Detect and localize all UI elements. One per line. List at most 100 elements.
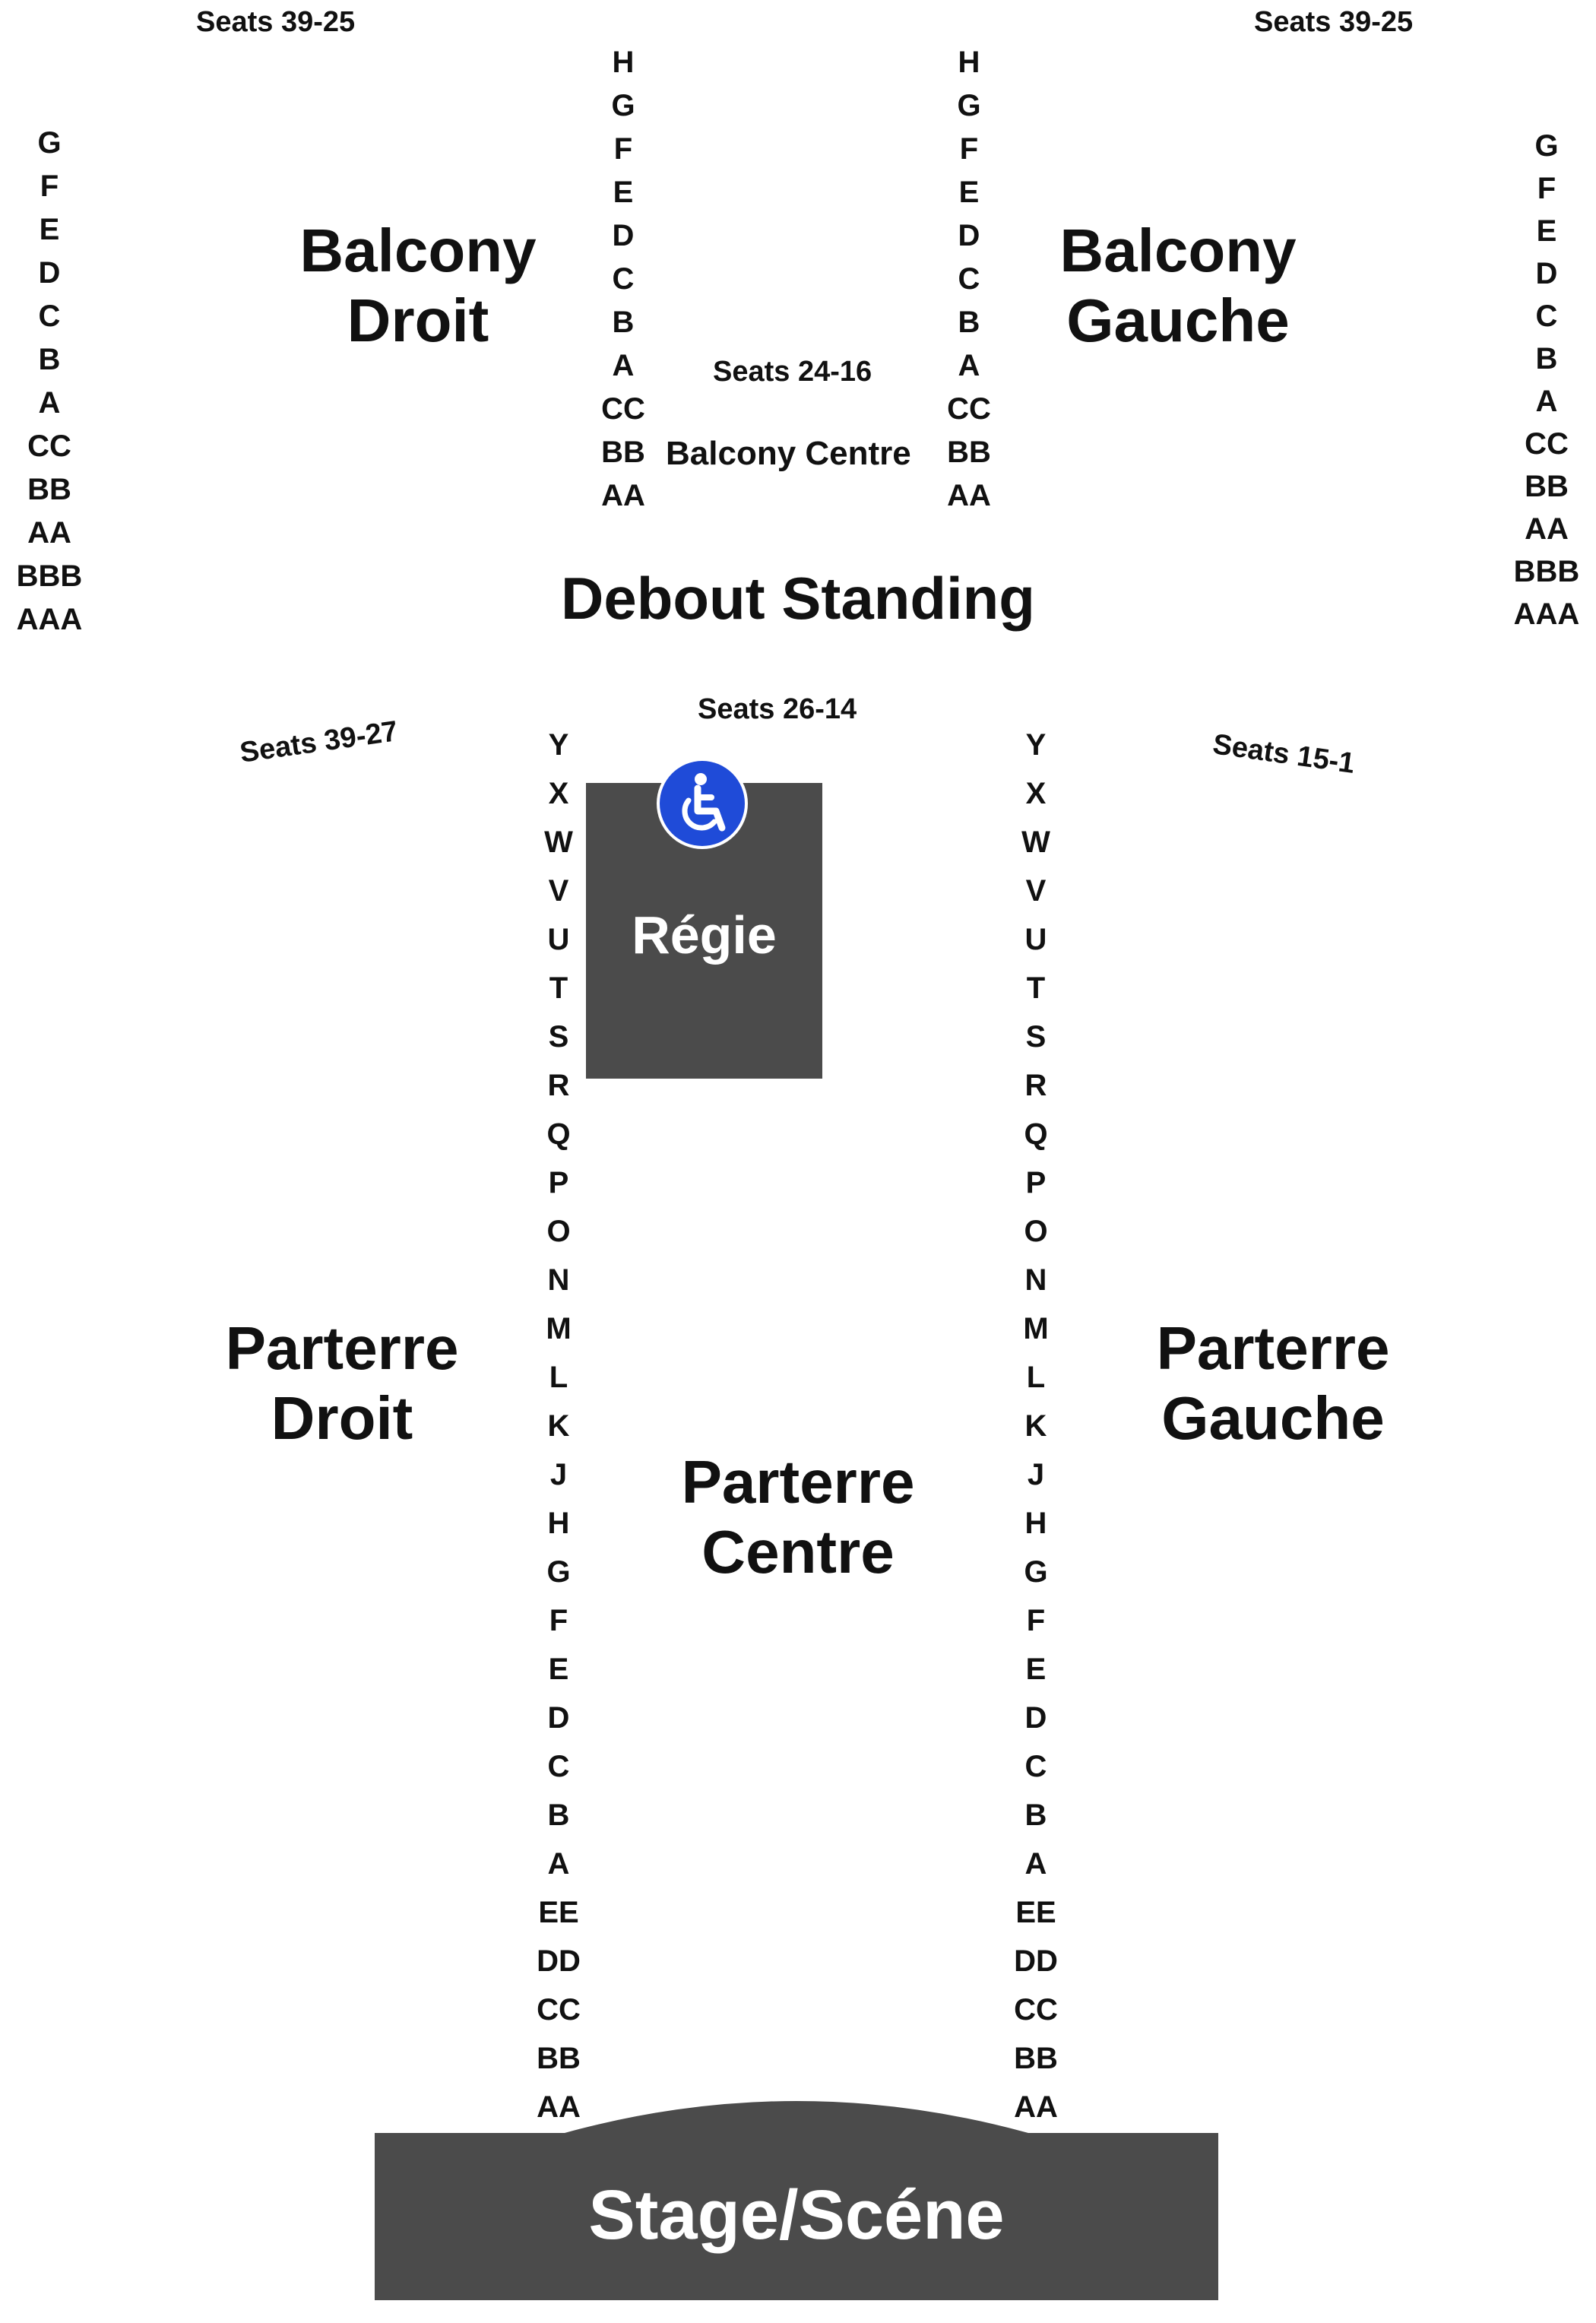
seats-label-balcony-gauche: Seats 39-25 [1254,6,1414,38]
row-label: B [1535,342,1558,376]
section-parterre-droit-line1: Parterre [225,1314,459,1382]
row-label: CC [27,429,71,463]
row-label: E [958,176,980,209]
row-label: F [613,132,633,166]
row-label: BB [947,436,991,469]
row-label: A [958,349,980,382]
row-label: Y [548,728,569,762]
row-label: V [1025,874,1047,908]
row-label: CC [1525,427,1569,461]
row-label: P [548,1166,569,1200]
seats-label-parterre-centre: Seats 26-14 [698,693,857,725]
row-label: A [1535,385,1558,418]
section-balcony-droit-line2: Droit [347,287,489,354]
row-label: H [958,46,980,79]
row-label: G [1534,129,1559,163]
row-label: C [547,1750,570,1783]
row-label: F [959,132,979,166]
row-label: G [957,89,981,122]
row-label: E [1536,214,1557,248]
stage[interactable]: Stage/Scéne [375,2101,1218,2300]
row-label: Y [1025,728,1047,762]
row-label: S [548,1020,569,1054]
seats-label-balcony-droit: Seats 39-25 [196,6,356,38]
row-label: E [39,213,60,246]
row-label: K [547,1409,570,1443]
section-balcony-gauche[interactable]: Balcony Gauche [1049,216,1307,356]
row-label: BBB [1513,555,1580,588]
section-balcony-droit[interactable]: Balcony Droit [289,216,547,356]
row-label: BB [537,2042,581,2075]
row-label: C [38,299,61,333]
row-label: X [1025,777,1047,810]
section-parterre-centre-line1: Parterre [681,1448,915,1516]
row-label: C [958,262,980,296]
row-label: H [612,46,635,79]
row-label: AA [27,516,71,550]
row-label: CC [947,392,991,426]
section-balcony-centre[interactable]: Balcony Centre [666,435,911,472]
seats-label-parterre-droit: Seats 39-27 [238,715,400,769]
row-label: M [1023,1312,1049,1345]
row-label: AA [947,479,991,512]
row-label: O [546,1215,571,1248]
row-label: G [611,89,635,122]
row-label: D [612,219,635,252]
row-label: A [547,1847,570,1881]
row-label: A [38,386,61,420]
row-label: DD [1014,1944,1058,1978]
stage-shape [375,2101,1218,2300]
section-parterre-centre-line2: Centre [701,1518,895,1586]
wheelchair-icon [655,756,749,851]
row-label: W [1021,826,1050,859]
row-label: G [37,126,62,160]
section-balcony-gauche-line1: Balcony [1059,217,1297,284]
section-parterre-gauche-line1: Parterre [1156,1314,1390,1382]
row-label: S [1025,1020,1047,1054]
row-label: A [1024,1847,1047,1881]
row-label: BBB [16,559,83,593]
section-parterre-centre[interactable]: Parterre Centre [669,1447,927,1587]
row-label: BB [1525,470,1569,503]
row-label: L [1026,1361,1046,1394]
row-label: T [1026,971,1046,1005]
row-label: D [958,219,980,252]
seats-label-balcony-centre: Seats 24-16 [713,356,872,388]
row-label: H [1024,1507,1047,1540]
section-parterre-droit[interactable]: Parterre Droit [220,1314,464,1453]
row-label: E [548,1653,569,1686]
row-label: N [1024,1263,1047,1297]
row-label: R [1024,1069,1047,1102]
section-regie: Régie [632,905,777,965]
row-label: B [612,306,635,339]
row-label: CC [601,392,645,426]
row-label: B [38,343,61,376]
row-label: K [1024,1409,1047,1443]
row-label: V [548,874,569,908]
row-label: X [548,777,569,810]
row-label: F [549,1604,568,1637]
row-label: BB [601,436,645,469]
row-label: C [612,262,635,296]
row-label: F [1537,172,1556,205]
row-label: R [547,1069,570,1102]
row-label: F [1026,1604,1046,1637]
row-label: L [549,1361,568,1394]
row-label: C [1024,1750,1047,1783]
row-label: BB [27,473,71,506]
row-label: F [40,170,59,203]
row-label: BB [1014,2042,1058,2075]
row-label: W [544,826,573,859]
row-label: B [1024,1799,1047,1832]
section-parterre-gauche-line2: Gauche [1161,1384,1385,1452]
row-label: AA [1014,2090,1058,2124]
row-label: G [546,1555,571,1589]
row-label: D [1024,1701,1047,1735]
section-parterre-gauche[interactable]: Parterre Gauche [1148,1314,1398,1453]
row-label: Q [546,1117,571,1151]
section-debout-standing[interactable]: Debout Standing [561,565,1035,632]
